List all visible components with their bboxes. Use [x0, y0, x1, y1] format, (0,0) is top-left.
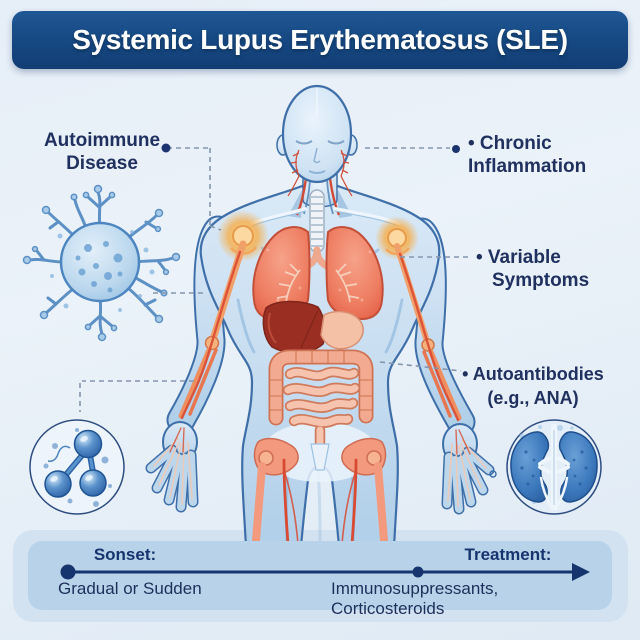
kidney-left — [510, 431, 550, 503]
kidney-right — [558, 431, 598, 503]
facial-vessels — [287, 149, 353, 197]
nose — [313, 147, 321, 164]
cell-nucleus-spots — [75, 241, 123, 293]
stomach — [320, 310, 364, 350]
immune-cell-illustration — [22, 184, 181, 342]
callout-autoimmune-line1: Autoimmune — [43, 130, 161, 151]
callout-autoantibodies-line2: (e.g., ANA) — [487, 388, 579, 408]
inset-dots — [43, 428, 112, 507]
callout-autoantibodies-line1: • Autoantibodies — [462, 364, 604, 384]
title-banner: Systemic Lupus Erythematosus (SLE) — [12, 11, 628, 69]
connector-autoantibodies — [379, 361, 462, 372]
treatment-label: Treatment: — [464, 545, 552, 564]
connector-dots — [161, 143, 460, 153]
scatter-dots — [50, 230, 155, 312]
femoral-arteries — [282, 458, 358, 546]
page-title: Systemic Lupus Erythematosus (SLE) — [72, 24, 568, 55]
timeline-start-dot — [60, 564, 76, 580]
callout-autoimmune-line2: Disease — [66, 153, 138, 174]
treatment-value: Immunosuppressants, Corticosteroids — [331, 579, 499, 618]
callout-variable-line2: Symptoms — [492, 270, 590, 291]
human-anatomy-illustration — [145, 84, 495, 548]
arm-bones-right — [394, 243, 462, 422]
antibody-cells-inset — [29, 419, 125, 515]
left-hand — [145, 421, 199, 513]
onset-value: Gradual or Sudden — [58, 579, 202, 598]
right-hand — [441, 423, 495, 515]
onset-label: Sonset: — [93, 545, 157, 564]
pelvis — [252, 437, 388, 544]
footer-timeline-bar: Sonset: Gradual or Sudden Treatment: Imm… — [28, 541, 612, 618]
small-intestine — [282, 366, 361, 456]
callout-chronic-line2: Inflammation — [468, 156, 587, 177]
kidney-inset-outer-dot — [489, 470, 497, 478]
callout-autoimmune-disease: Autoimmune Disease — [28, 129, 176, 175]
timeline-arrowhead — [572, 563, 590, 581]
lungs — [252, 226, 384, 321]
callout-autoantibodies: • Autoantibodies (e.g., ANA) — [452, 362, 614, 410]
kidneys-inset — [489, 419, 602, 515]
timeline-mid-dot — [412, 566, 424, 578]
liver — [262, 300, 326, 354]
callout-connectors — [79, 147, 471, 412]
callout-chronic-line1: • Chronic — [468, 133, 552, 154]
callout-variable-line1: • Variable — [476, 247, 561, 268]
callout-chronic-inflammation: • Chronic Inflammation — [468, 132, 586, 178]
timeline-graphic — [60, 563, 590, 581]
mouth — [308, 170, 326, 174]
connector-autoimmune — [167, 147, 222, 231]
bronchial-tree — [276, 263, 360, 303]
head — [276, 84, 358, 197]
shoulder-joint-left — [217, 210, 269, 262]
arm-bones-left — [178, 240, 247, 420]
intestines — [268, 349, 374, 456]
closed-eyes — [295, 140, 345, 145]
callout-variable-symptoms: • Variable Symptoms — [476, 246, 589, 292]
connector-antibody-inset — [79, 380, 194, 412]
